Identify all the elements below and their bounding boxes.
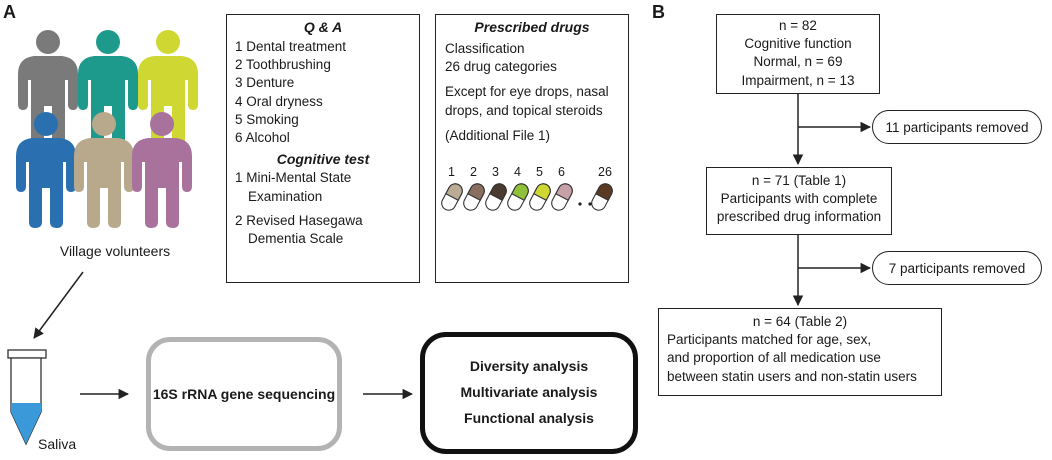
tube-liquid — [11, 410, 41, 444]
drugs-additional-file: (Additional File 1) — [445, 127, 551, 143]
arrow-volunteers-to-saliva — [33, 271, 84, 339]
panel-b-label: B — [652, 2, 665, 22]
qa-title: Q & A — [303, 19, 343, 35]
person-icon — [132, 112, 192, 228]
qa-item: 1 Dental treatment — [235, 39, 347, 54]
cognitive-item-cont: Examination — [248, 188, 323, 204]
multivariate-analysis: Multivariate analysis — [460, 384, 598, 401]
cognitive-test-list: 1 Mini-Mental State Examination 2 Revise… — [227, 169, 419, 248]
cognitive-test-title: Cognitive test — [276, 151, 370, 168]
panel-a-label: A — [3, 2, 16, 22]
removed-box-1: 11 participants removed — [872, 110, 1042, 144]
person-icon — [18, 30, 78, 146]
flow-box-matched: n = 64 (Table 2) Participants matched fo… — [658, 308, 942, 396]
flow-cognitive-function: Cognitive function — [744, 36, 852, 52]
drugs-exception-cont: drops, and topical steroids — [445, 102, 603, 118]
volunteers-illustration — [16, 30, 198, 228]
flow-n71: n = 71 (Table 1) — [751, 173, 847, 188]
flow-matched-line1: Participants matched for age, sex, — [667, 332, 872, 348]
flow-impairment: Impairment, n = 13 — [741, 72, 855, 88]
capsule-icon — [463, 183, 485, 211]
cognitive-item: 1 Mini-Mental State — [235, 170, 352, 186]
tube-liquid-top — [11, 403, 41, 411]
functional-analysis: Functional analysis — [464, 409, 594, 426]
qa-item: 3 Denture — [235, 75, 295, 91]
qa-item: 6 Alcohol — [235, 130, 290, 146]
qa-item: 5 Smoking — [235, 111, 299, 127]
pill-number: 26 — [598, 165, 612, 179]
person-icon — [74, 112, 134, 228]
qa-item: 4 Oral dryness — [235, 93, 323, 109]
flow-matched-line3: between statin users and non-statin user… — [667, 368, 917, 384]
flow-matched-line2: and proportion of all medication use — [667, 350, 881, 366]
qa-item: 2 Toothbrushing — [235, 57, 331, 73]
drugs-title: Prescribed drugs — [474, 19, 590, 35]
saliva-tube-icon — [7, 349, 47, 446]
ellipsis-dot — [578, 202, 582, 206]
cognitive-item: 2 Revised Hasegawa — [235, 212, 363, 228]
capsule-icon — [485, 183, 507, 211]
flow-prescribed-info: prescribed drug information — [716, 209, 882, 225]
flow-box-complete-info: n = 71 (Table 1) Participants with compl… — [706, 167, 892, 235]
pill-number: 3 — [492, 165, 499, 179]
pill-number: 1 — [448, 165, 455, 179]
cognitive-item-cont: Dementia Scale — [248, 230, 344, 246]
drugs-exception: Except for eye drops, nasal — [445, 84, 609, 100]
qa-list: 1 Dental treatment 2 Toothbrushing 3 Den… — [227, 38, 419, 147]
flow-n82: n = 82 — [779, 18, 817, 33]
sequencing-box: 16S rRNA gene sequencing — [146, 337, 342, 451]
capsule-icon — [591, 183, 613, 211]
diversity-analysis: Diversity analysis — [469, 358, 589, 375]
volunteers-label: Village volunteers — [59, 243, 171, 259]
capsule-icon — [507, 183, 529, 211]
drugs-categories: 26 drug categories — [445, 59, 557, 75]
drugs-classification: Classification — [445, 41, 525, 56]
sequencing-label: 16S rRNA gene sequencing — [152, 386, 336, 402]
removed-label-1: 11 participants removed — [885, 119, 1029, 135]
capsule-icon — [529, 183, 551, 211]
capsule-icon — [441, 183, 463, 211]
pill-number: 5 — [536, 165, 543, 179]
flow-complete-participants: Participants with complete — [720, 191, 878, 207]
saliva-label: Saliva — [38, 436, 77, 452]
qa-box: Q & A 1 Dental treatment 2 Toothbrushing… — [226, 14, 420, 283]
pill-number: 2 — [470, 165, 477, 179]
analysis-box: Diversity analysis Multivariate analysis… — [420, 332, 638, 454]
ellipsis-dot — [588, 202, 592, 206]
pill-number: 6 — [558, 165, 565, 179]
flow-normal: Normal, n = 69 — [753, 54, 843, 70]
flow-box-initial: n = 82 Cognitive function Normal, n = 69… — [716, 14, 880, 94]
pill-number: 4 — [514, 165, 521, 179]
person-icon — [16, 112, 76, 228]
capsule-icon — [551, 183, 573, 211]
prescribed-drugs-box: Prescribed drugs Classification 26 drug … — [435, 14, 629, 283]
removed-label-2: 7 participants removed — [888, 260, 1026, 276]
flow-n64: n = 64 (Table 2) — [752, 314, 848, 329]
removed-box-2: 7 participants removed — [872, 251, 1042, 285]
